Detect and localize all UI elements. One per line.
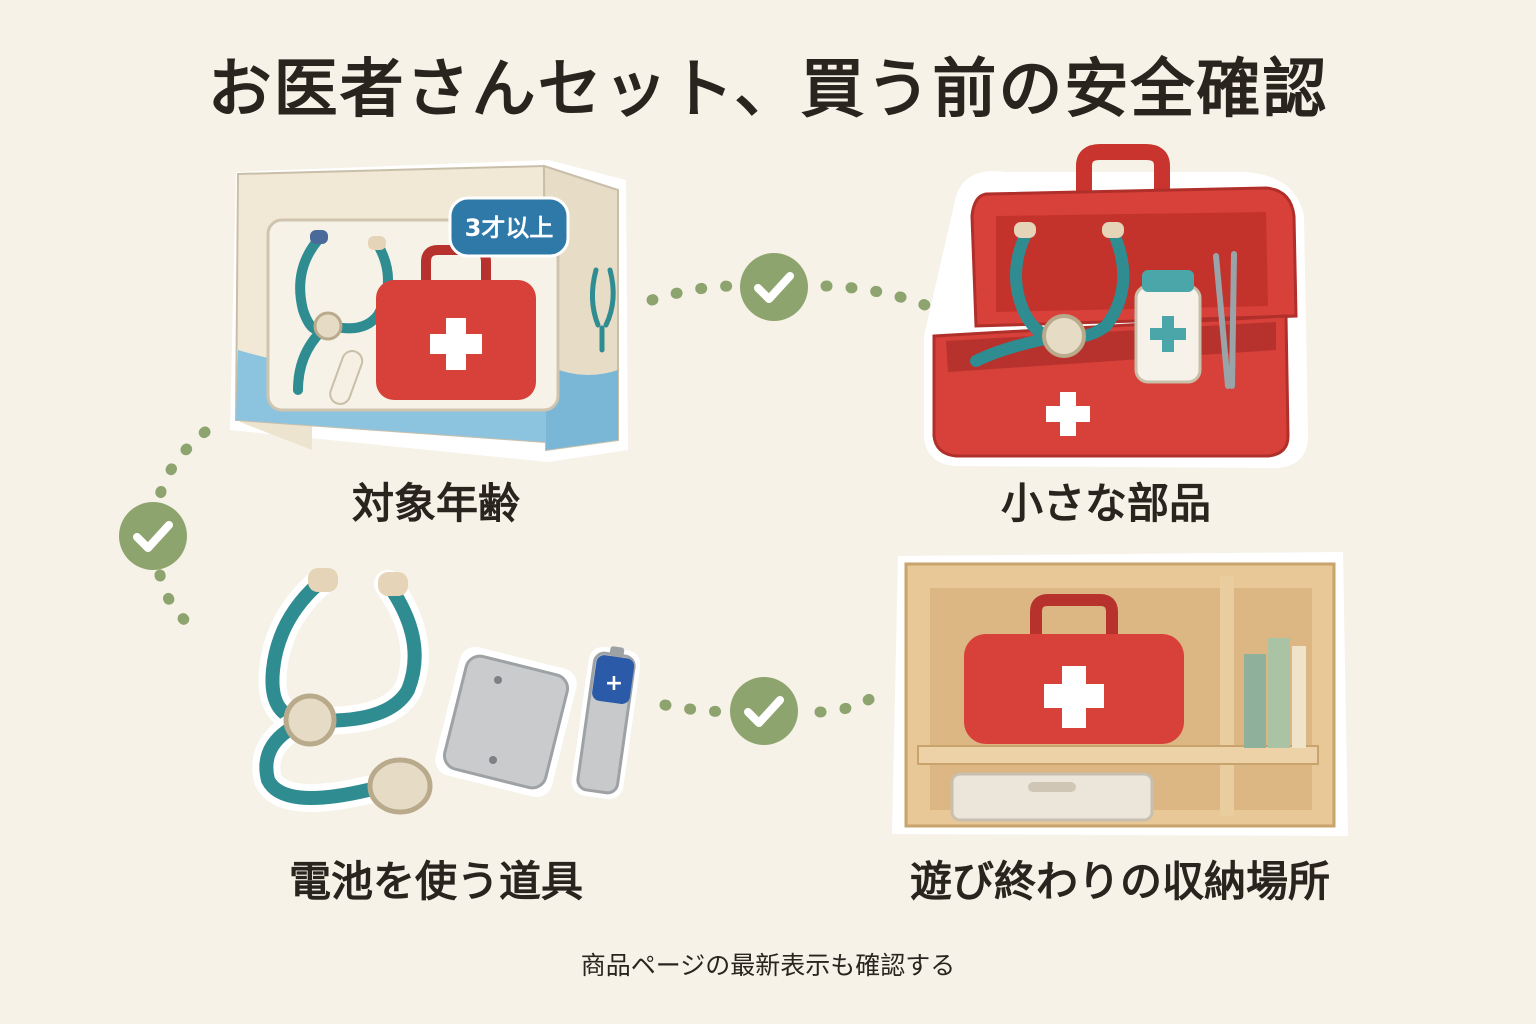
connector-left-lower [154,569,206,641]
svg-text:+: + [605,671,623,696]
footnote: 商品ページの最新表示も確認する [580,951,956,980]
connector-left-upper [154,426,211,501]
check-icon [740,253,808,321]
connector-bottom-right [814,686,886,718]
connector-top-right [820,280,931,311]
toy-box-icon: 3才以上 [230,160,628,462]
label-storage-place: 遊び終わりの収納場所 [909,857,1330,906]
check-icon [119,502,187,570]
page-title: お医者さんセット、買う前の安全確認 [207,52,1329,127]
check-icon [730,677,798,745]
connector-top [646,280,746,306]
label-battery-tools: 電池を使う道具 [288,857,583,906]
label-target-age: 対象年齢 [351,479,520,528]
battery-stethoscope-icon: + [252,568,641,815]
open-medical-case-icon [924,144,1308,468]
storage-shelf-icon [892,552,1348,836]
age-badge: 3才以上 [465,214,554,242]
label-small-parts: 小さな部品 [1000,479,1211,528]
